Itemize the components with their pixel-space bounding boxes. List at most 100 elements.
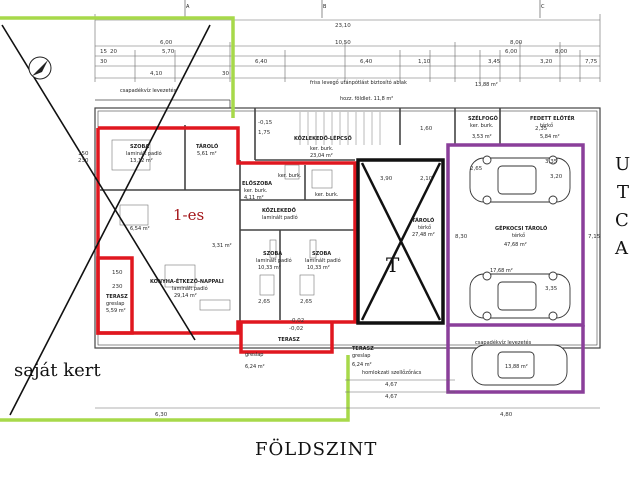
- street-letter-u: U: [615, 154, 630, 175]
- szoba3-floor: laminált padló: [305, 257, 341, 264]
- dim-inner-4: -0,02: [290, 318, 304, 324]
- fedett-eloter-floor: térkő: [540, 122, 553, 129]
- homlokzati-label: homlokzati szellőzőrács: [362, 369, 422, 376]
- dim-top-2: 5,70: [162, 49, 175, 55]
- dim-inner-9: 2,10: [420, 176, 433, 182]
- dim-right-6: 7,15: [588, 234, 601, 240]
- terasz3-floor: greslap: [352, 353, 370, 359]
- szelfogo-floor: ker. burk.: [470, 123, 494, 129]
- gepkocsi-floor: térkő: [512, 232, 525, 239]
- konyha-floor: laminált padló: [172, 285, 208, 292]
- dim-right-3: 2,65: [470, 166, 483, 172]
- tarolo-big-floor: térkő: [418, 224, 431, 231]
- szoba1-floor: laminált padló: [126, 150, 162, 157]
- dim-top-7: 20: [110, 49, 117, 55]
- csapadek-right-area: 13,88 m²: [505, 364, 528, 370]
- dim-top-10: 30: [222, 71, 229, 77]
- dim-left-2: 230: [78, 158, 89, 164]
- dim-top-16: 3,20: [540, 59, 553, 65]
- dim-top-8: 30: [100, 59, 107, 65]
- tarolo-small-area: 5,61 m²: [197, 151, 217, 157]
- szelfogo-area: 3,53 m²: [472, 134, 492, 140]
- csapadek-right-name: csapadékvíz levezetés: [475, 339, 532, 346]
- dim-left-3: 150: [112, 270, 123, 276]
- dim-top-14: 3,45: [488, 59, 501, 65]
- top-dimensions: [94, 14, 601, 82]
- vent-note: friss levegő utánpótlást biztosító ablak: [310, 79, 407, 86]
- szoba3-area: 10,33 m²: [307, 265, 330, 271]
- stairs: [299, 112, 381, 145]
- storage-outline: [356, 158, 445, 325]
- szoba2-name: SZOBA: [263, 251, 282, 257]
- street-letter-a: A: [614, 238, 629, 259]
- szoba1-name: SZOBA: [130, 144, 149, 150]
- car-icon: [471, 344, 568, 386]
- csapadek-top-label: csapadékvíz levezetés: [120, 87, 177, 94]
- dim-right-4: 3,35: [545, 286, 558, 292]
- dim-top-total: 23,10: [335, 23, 351, 29]
- top-dimension-labels: 23,10 6,00 5,70 10,50 6,00 8,00 15 20 30…: [100, 23, 598, 77]
- kozlekedo-floor: laminált padló: [262, 214, 298, 221]
- eloszoba-name: ELŐSZOBA: [242, 180, 272, 187]
- dim-left-4: 230: [112, 284, 123, 290]
- terasz1-name: TERASZ: [106, 294, 128, 300]
- room-labels: SZOBA laminált padló 13,12 m² TÁROLÓ 5,6…: [106, 114, 575, 376]
- dim-bottom-3: 4,67: [385, 382, 398, 388]
- dim-top-11: 6,40: [255, 59, 268, 65]
- terasz3-name: TERASZ: [352, 346, 374, 352]
- dim-inner-5: -0,15: [258, 120, 273, 126]
- szoba3-name: SZOBA: [312, 251, 331, 257]
- dim-top-12: 6,40: [360, 59, 373, 65]
- dim-inner-1: 2,65: [258, 299, 271, 305]
- kozlekedo-lepcso-area: 23,04 m²: [310, 153, 333, 159]
- dim-top-17: 7,75: [585, 59, 598, 65]
- kozlekedo-lepcso-floor: ker. burk.: [310, 146, 334, 152]
- dim-bottom-2: 4,80: [500, 412, 513, 418]
- terasz3-area: 6,24 m²: [352, 362, 372, 368]
- dim-top-3: 10,50: [335, 40, 351, 46]
- ker-burk-2: ker. burk.: [315, 192, 339, 198]
- garden-boundary: [0, 16, 350, 422]
- szelfogo-name: SZÉLFOGÓ: [468, 114, 498, 122]
- garden-cross-2: [9, 24, 211, 416]
- fedett-eloter-name: FEDETT ELŐTÉR: [530, 114, 575, 122]
- dim-top-13: 1,10: [418, 59, 431, 65]
- dim-inner-6: 1,75: [258, 130, 271, 136]
- dim-right-2: 3,20: [550, 174, 563, 180]
- vent-note-2: hozz. földlet. 11,8 m²: [340, 96, 393, 102]
- konyha-name: KONYHA-ÉTKEZŐ-NAPPALI: [150, 277, 224, 285]
- dim-right-5: 8,30: [455, 234, 468, 240]
- eloszoba-floor: ker. burk.: [244, 188, 268, 194]
- section-marks: A B C: [184, 0, 545, 18]
- kozlekedo-lepcso-name: KÖZLEKEDŐ-LÉPCSŐ: [294, 134, 352, 142]
- dim-inner-7: 1,60: [420, 126, 433, 132]
- unit-outline: [96, 126, 357, 354]
- storage-cross-2: [360, 162, 442, 321]
- dim-top-1: 6,00: [160, 40, 173, 46]
- szoba2-floor: laminált padló: [256, 257, 292, 264]
- furniture: [111, 139, 333, 311]
- car-icon: [469, 271, 571, 321]
- dim-inner-10: 2,35: [535, 126, 548, 132]
- dim-top-4: 6,00: [505, 49, 518, 55]
- area-654: 6,54 m²: [130, 226, 150, 232]
- car-icon: [469, 155, 571, 205]
- terasz1-area: 5,59 m²: [106, 308, 126, 314]
- gepkocsi-area-2: 17,68 m²: [490, 268, 513, 274]
- dim-left-1: 150: [78, 151, 89, 157]
- kozlekedo-name: KÖZLEKEDŐ: [262, 207, 296, 214]
- garage-outline: [446, 143, 585, 327]
- dim-top-6: 15: [100, 49, 107, 55]
- parking-outline: [446, 325, 585, 394]
- street-label: U T C A: [614, 154, 630, 259]
- terasz2-name: TERASZ: [278, 337, 300, 343]
- eloszoba-area: 4,11 m²: [244, 195, 264, 201]
- section-mark-a: A: [186, 4, 190, 10]
- section-mark-c: C: [541, 4, 545, 10]
- csapadek-top-right: 13,88 m²: [475, 82, 498, 88]
- bottom-dimension-labels: 6,30 4,80 4,67 4,67: [155, 382, 513, 418]
- terasz1-floor: greslap: [106, 301, 124, 307]
- dim-bottom-1: 6,30: [155, 412, 168, 418]
- dim-inner-2: 2,65: [300, 299, 313, 305]
